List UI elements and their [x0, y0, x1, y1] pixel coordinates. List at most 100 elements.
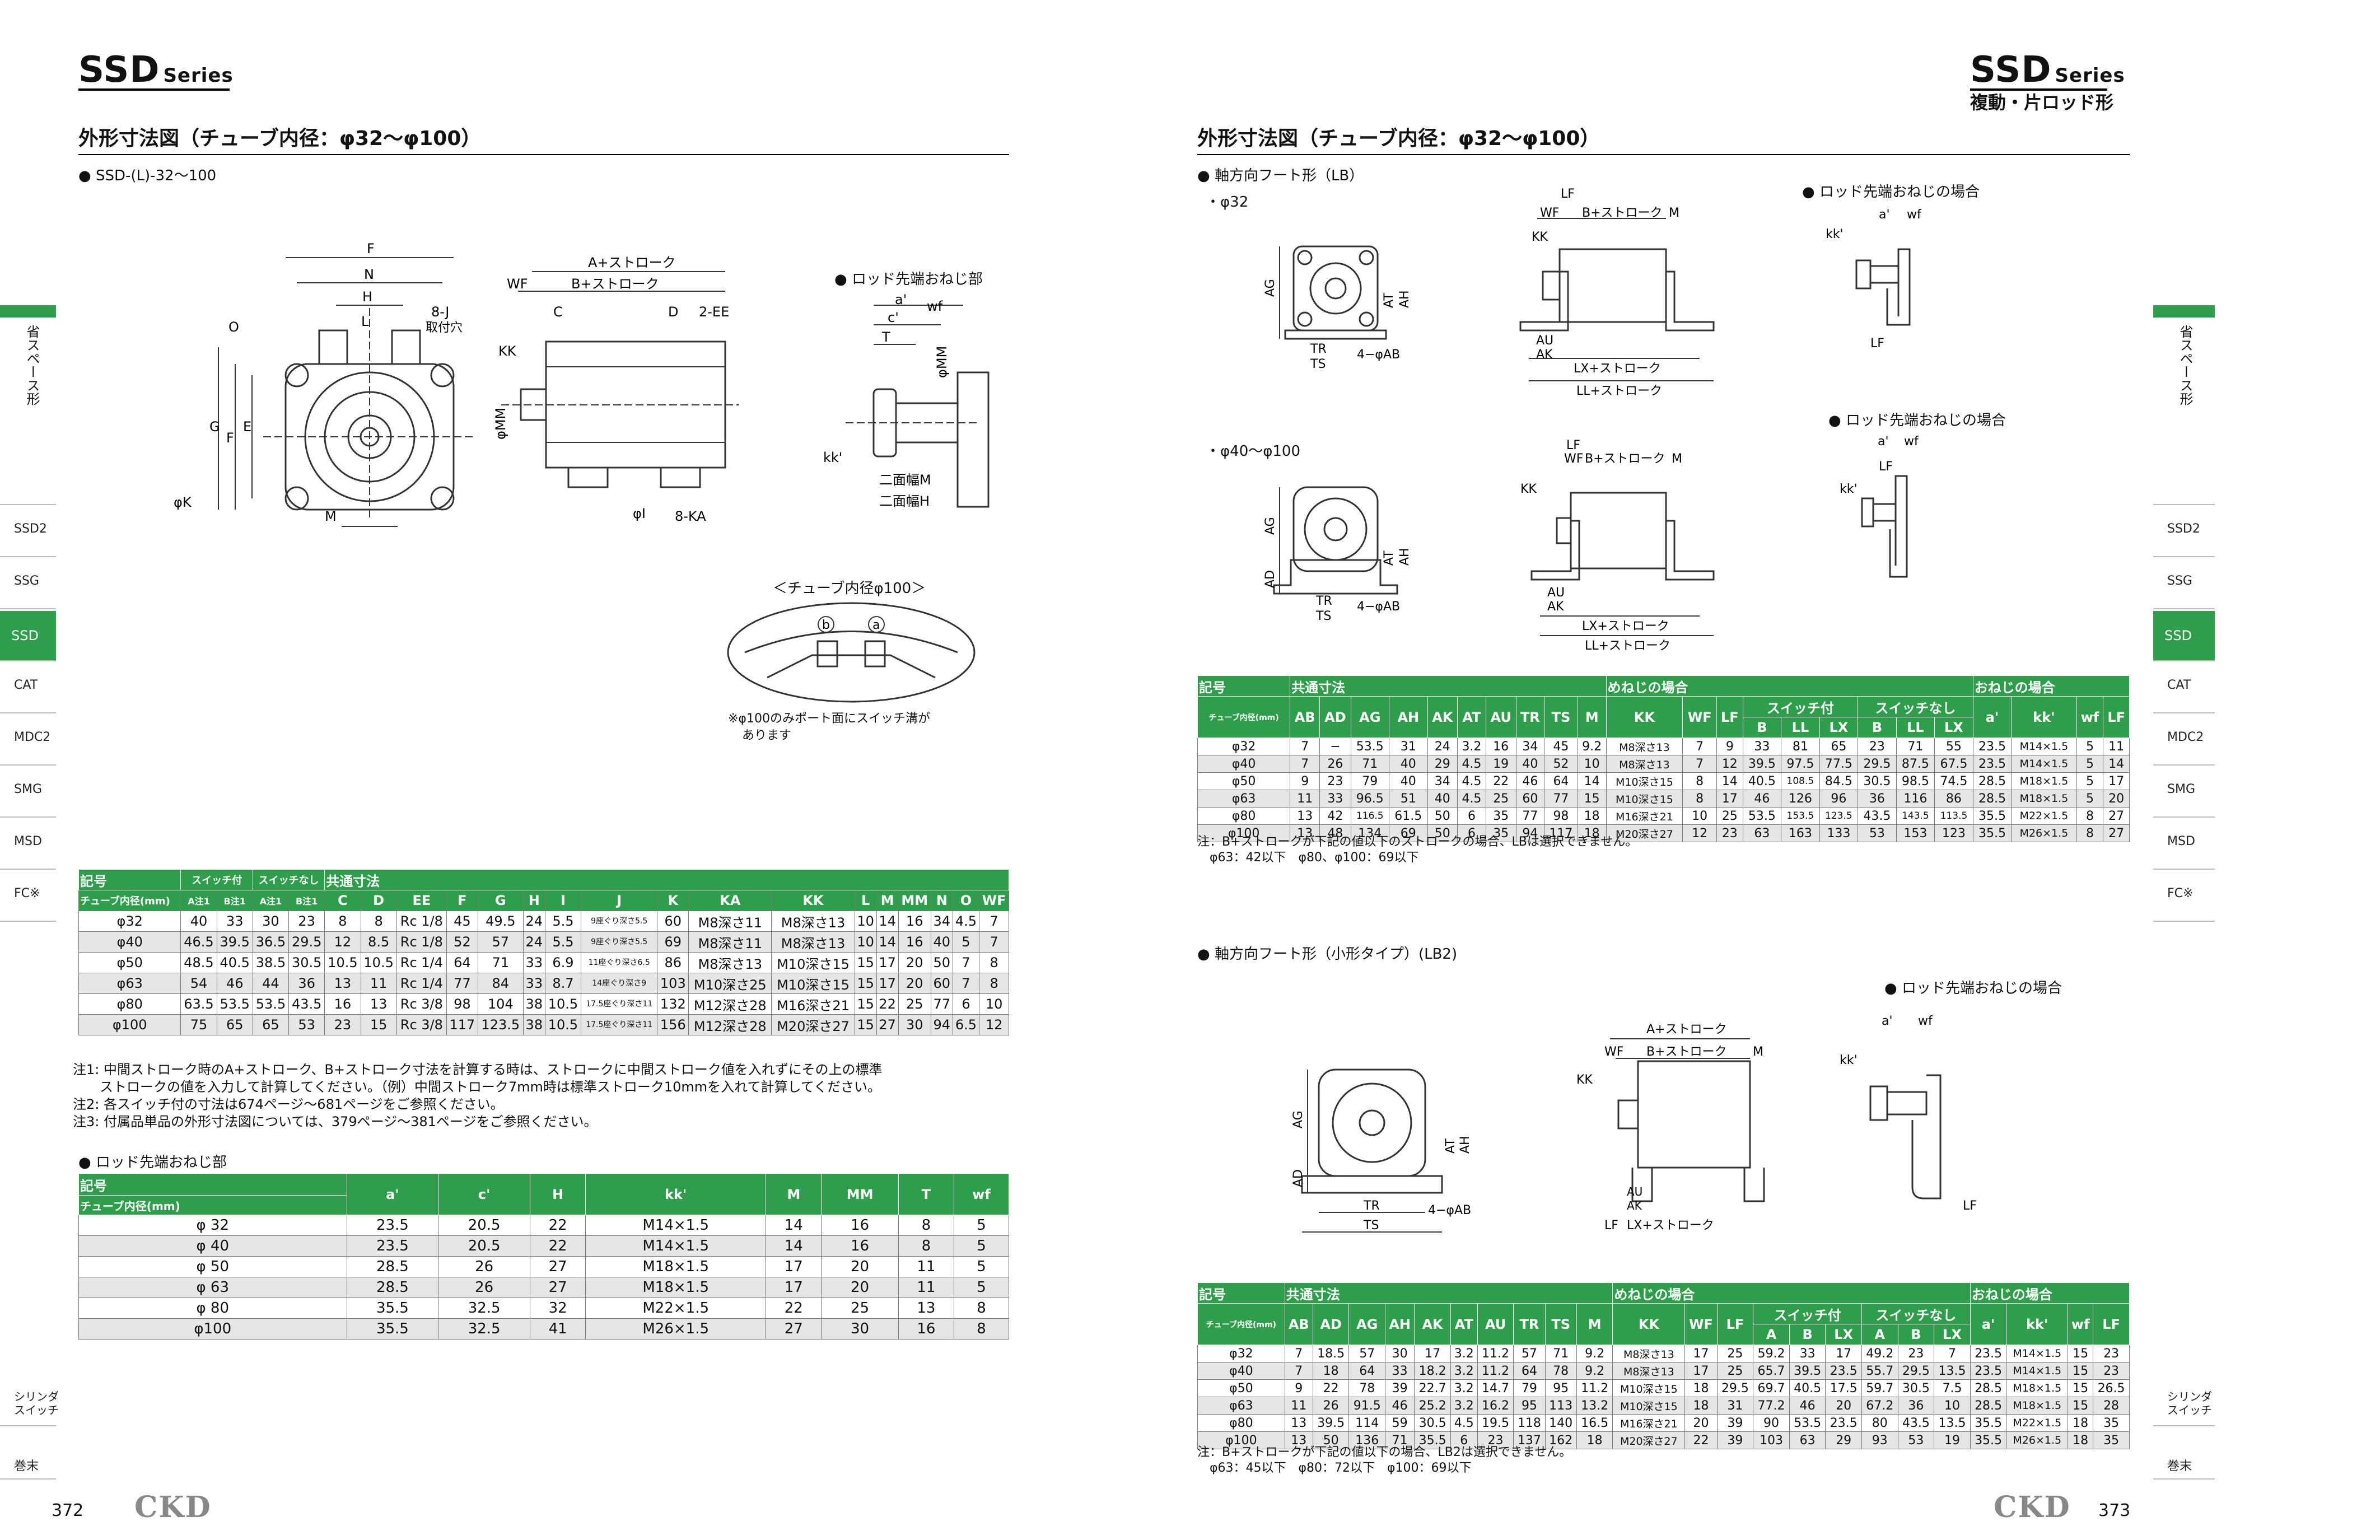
sidebar-item-ssd[interactable]: SSD [0, 611, 56, 660]
table-cell: 84 [477, 973, 524, 994]
ckd-logo: CKD [1994, 1490, 2071, 1524]
dim-c-prime: c' [888, 310, 899, 325]
sidebar-item-ssd2[interactable]: SSD2 [2167, 522, 2200, 536]
dim-AB: 4−φAB [1428, 1203, 1471, 1217]
sidebar-item-cat[interactable]: CAT [2167, 678, 2191, 692]
table-cell: 39 [1716, 1431, 1754, 1449]
table-cell: 5.5 [544, 931, 582, 953]
table-cell: 40 [1515, 755, 1545, 773]
sidebar-divider [0, 556, 56, 557]
sidebar-item-msd[interactable]: MSD [2167, 834, 2195, 848]
table-cell: 6 [952, 993, 980, 1015]
table-cell: 15 [854, 952, 877, 973]
dim-T: T [881, 329, 890, 345]
th-M: M [766, 1173, 822, 1215]
table-cell: M14×1.5 [2006, 1345, 2069, 1362]
sidebar-item-fc[interactable]: FC※ [2167, 886, 2194, 900]
table-cell: φ100 [78, 1318, 347, 1340]
table-cell: 11.2 [1576, 1379, 1613, 1397]
sidebar-item-msd[interactable]: MSD [14, 834, 42, 848]
th-col: TR [1515, 696, 1545, 738]
table-cell: 13 [1290, 807, 1320, 825]
sidebar-item-ssd[interactable]: SSD [2153, 611, 2215, 660]
table-cell: 45 [1544, 738, 1578, 755]
table-cell: M18×1.5 [2011, 790, 2077, 808]
sidebar-item-ssd2[interactable]: SSD2 [14, 522, 47, 536]
sidebar-item-smg[interactable]: SMG [2167, 782, 2195, 796]
table-cell: 50 [1427, 807, 1458, 825]
table-cell: 31 [1389, 738, 1428, 755]
th-col: M [1577, 696, 1607, 738]
dim-WF: WF [1564, 452, 1583, 466]
table-cell: 9座ぐり深さ5.5 [581, 911, 658, 932]
sidebar-bottom-1b[interactable]: スイッチ [2167, 1403, 2212, 1417]
th-H: H [530, 1173, 586, 1215]
table-cell: 36.5 [252, 931, 290, 953]
th-col: B [1742, 717, 1782, 738]
table-cell: 156 [657, 1014, 689, 1035]
sidebar-bottom-2[interactable]: 巻末 [2167, 1459, 2192, 1473]
sidebar-item-mdc2[interactable]: MDC2 [14, 730, 51, 744]
table-cell: φ100 [1197, 1431, 1285, 1449]
sidebar-item-mdc2[interactable]: MDC2 [2167, 730, 2204, 744]
table-cell: 91.5 [1348, 1397, 1386, 1415]
table-cell: 10.5 [544, 1014, 582, 1035]
dim-B-stroke: B+ストローク [1582, 206, 1663, 220]
dim-E: E [243, 419, 251, 435]
table-cell: M8深さ13 [1612, 1345, 1686, 1362]
table-cell: 10 [1577, 755, 1607, 773]
dim-AD: AD [1263, 570, 1277, 588]
table-cell: 57 [1513, 1345, 1546, 1362]
table-cell: M18×1.5 [2006, 1379, 2069, 1397]
sidebar-item-ssg[interactable]: SSG [2167, 574, 2192, 588]
table-cell: 9.2 [1577, 738, 1607, 755]
table-cell: 18 [2068, 1431, 2094, 1449]
tube100-label: ＜チューブ内径φ100＞ [773, 580, 926, 597]
table-cell: 117 [446, 1014, 478, 1035]
table-cell: 35.5 [1414, 1431, 1451, 1449]
table-cell: 77.2 [1753, 1397, 1790, 1415]
table-cell: 22 [876, 993, 899, 1015]
sidebar-item-fc[interactable]: FC※ [14, 886, 40, 900]
dim-B-stroke: B+ストローク [1585, 452, 1665, 466]
sidebar-bottom-1b[interactable]: スイッチ [14, 1403, 59, 1417]
th-col: I [544, 890, 582, 911]
table-cell: 22 [766, 1298, 822, 1319]
flat-width-M: 二面幅M [879, 472, 931, 488]
sidebar-item-cat[interactable]: CAT [14, 678, 38, 692]
table-cell: 13 [360, 993, 397, 1015]
th-col: TS [1544, 1303, 1577, 1345]
table-cell: φ 32 [78, 1215, 347, 1236]
table-cell: 52 [1544, 755, 1578, 773]
table-cell: 22 [530, 1235, 586, 1257]
table-cell: 3.2 [1450, 1345, 1478, 1362]
sidebar-divider [2153, 921, 2215, 922]
table-cell: 55.7 [1861, 1362, 1898, 1380]
table-cell: 53.5 [1789, 1414, 1826, 1432]
sidebar-item-smg[interactable]: SMG [14, 782, 42, 796]
lb2-side-view: A+ストローク WF B+ストローク M KK AU AK LF LX+ストロー… [1576, 1023, 1765, 1233]
table-cell: 53.5 [1350, 738, 1390, 755]
table-cell: 22 [530, 1215, 586, 1236]
sidebar-bottom-1a[interactable]: シリンダ [14, 1390, 59, 1403]
table-cell: 22 [1485, 772, 1516, 790]
table-cell: 8 [1682, 790, 1718, 808]
table-cell: 26 [1312, 1397, 1350, 1415]
table-cell: 116.5 [1350, 807, 1390, 825]
table-cell: 23.5 [1972, 738, 2012, 755]
sidebar-item-ssg[interactable]: SSG [14, 574, 39, 588]
dim-J: 8-J [431, 304, 449, 320]
table-cell: 40 [1427, 790, 1458, 808]
series-subtitle: 複動・片ロッド形 [1970, 92, 2114, 113]
lb-label: ● 軸方向フート形（LB） [1197, 167, 1364, 184]
th-col: A注1 [252, 890, 290, 911]
sidebar-bottom-2[interactable]: 巻末 [14, 1459, 39, 1473]
sidebar-bottom-1a[interactable]: シリンダ [2167, 1390, 2212, 1403]
dim-kk-prime: kk' [1840, 482, 1858, 496]
table-cell: 26 [1319, 755, 1351, 773]
model-label: ● SSD-(L)-32〜100 [78, 167, 217, 184]
